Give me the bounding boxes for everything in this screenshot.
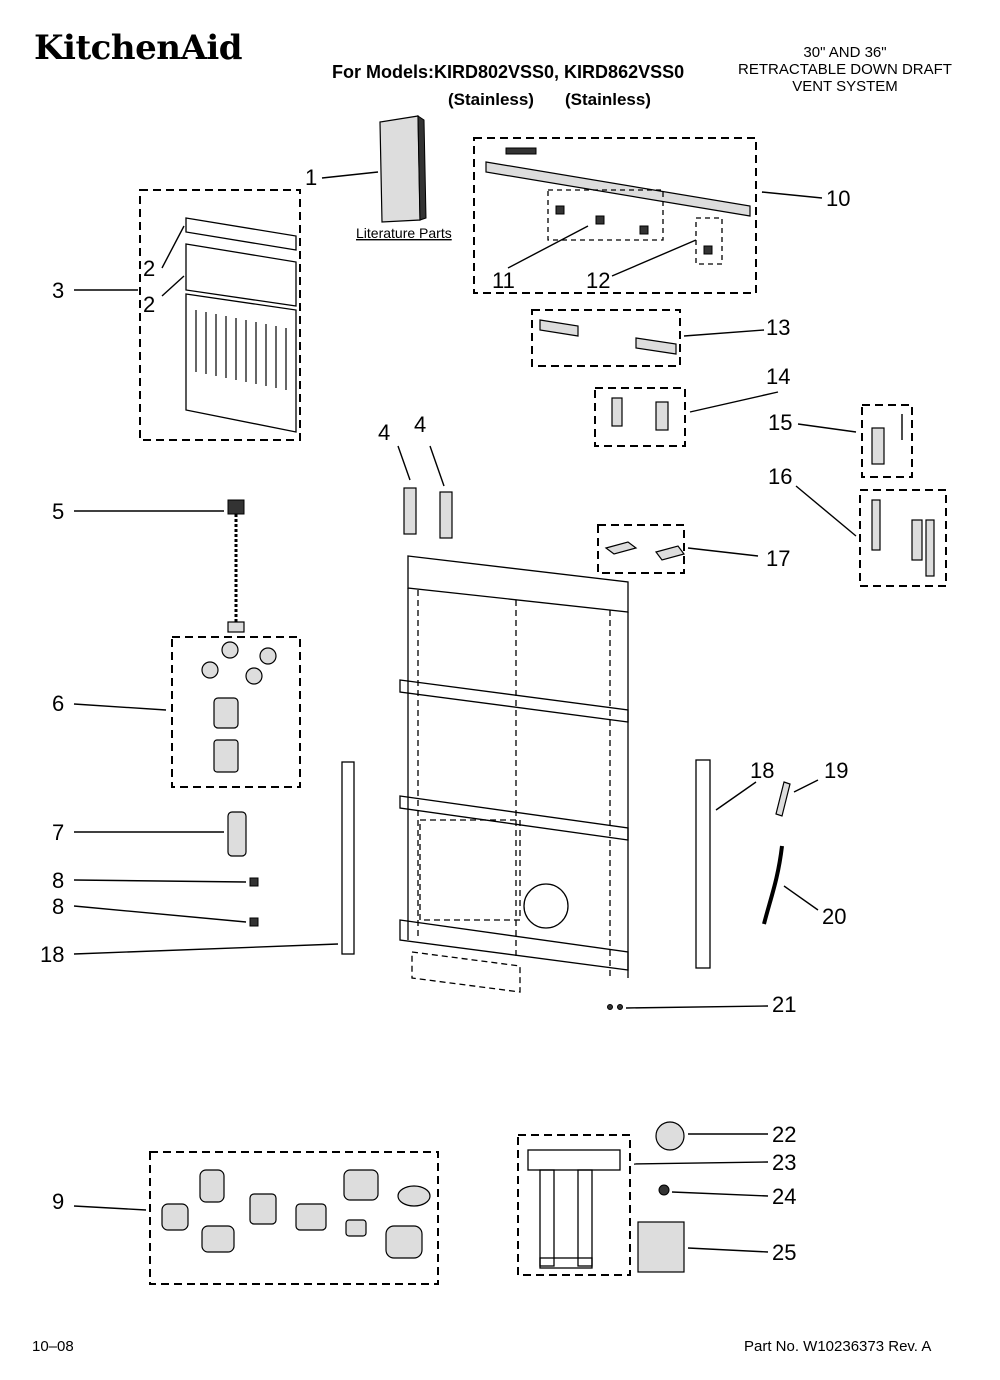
callout-16: 16 [768, 464, 792, 489]
group-box-17 [597, 524, 685, 574]
callout-21: 21 [772, 992, 796, 1017]
group-box-15 [861, 404, 913, 478]
callout-24: 24 [772, 1184, 796, 1209]
rail-part-right [695, 759, 711, 969]
callout-5: 5 [52, 499, 64, 524]
callout-3: 3 [52, 278, 64, 303]
latch-part [871, 414, 903, 465]
brand-logo: KitchenAid [34, 28, 243, 68]
fittings-kit-part [161, 1169, 431, 1259]
panel-assembly-part [185, 217, 297, 433]
control-board-part [637, 1221, 685, 1273]
screw-part-a [607, 1004, 613, 1010]
callout-6: 6 [52, 691, 64, 716]
strip-part-a [403, 487, 417, 535]
callout-2a: 2 [143, 256, 155, 281]
callout-18-left: 18 [40, 942, 64, 967]
callout-13: 13 [766, 315, 790, 340]
finish-label-1: (Stainless) [448, 90, 534, 109]
group-box-14 [594, 387, 686, 447]
title-line-3: VENT SYSTEM [792, 78, 898, 95]
callout-22: 22 [772, 1122, 796, 1147]
nut-part-b [249, 917, 259, 927]
footer-date: 10–08 [32, 1338, 74, 1355]
motor-mount-part [201, 641, 277, 773]
leader-lines [73, 171, 857, 1253]
callout-10: 10 [826, 186, 850, 211]
group-box-6 [171, 636, 301, 788]
callout-7: 7 [52, 820, 64, 845]
group-box-10 [473, 137, 757, 294]
callout-23: 23 [772, 1150, 796, 1175]
wheel-part [655, 1121, 685, 1151]
callout-labels: 1 2 2 3 4 4 5 6 7 8 8 9 10 11 12 13 14 1… [40, 165, 850, 1265]
callout-14: 14 [766, 364, 790, 389]
clip-pair-part [604, 541, 686, 561]
rod-part [762, 845, 784, 925]
callout-15: 15 [768, 410, 792, 435]
callout-9: 9 [52, 1189, 64, 1214]
callout-2b: 2 [143, 292, 155, 317]
callout-11: 11 [492, 268, 515, 293]
finish-label-2: (Stainless) [565, 90, 651, 109]
title-block: 30" AND 36" RETRACTABLE DOWN DRAFT VENT … [700, 44, 990, 95]
main-chassis-part [399, 555, 629, 993]
spring-part [775, 781, 791, 817]
callout-19: 19 [824, 758, 848, 783]
top-trim-part [485, 147, 751, 265]
hinge-part [611, 397, 669, 431]
group-box-9 [149, 1151, 439, 1285]
footer-part-number: Part No. W10236373 Rev. A [744, 1338, 932, 1355]
callout-4b: 4 [414, 412, 426, 437]
callout-25: 25 [772, 1240, 796, 1265]
group-box-3 [139, 189, 301, 441]
capacitor-part [227, 811, 247, 857]
frame-bracket-part [527, 1149, 621, 1269]
knob-part [658, 1184, 670, 1196]
callout-8b: 8 [52, 894, 64, 919]
group-box-13 [531, 309, 681, 367]
bracket-pair-part [539, 319, 677, 355]
callout-12: 12 [586, 268, 610, 293]
callout-4a: 4 [378, 420, 390, 445]
nut-part-a [249, 877, 259, 887]
group-box-23 [517, 1134, 631, 1276]
actuator-part [871, 499, 935, 577]
title-line-1: 30" AND 36" [803, 44, 887, 61]
literature-parts-label: Literature Parts [356, 225, 452, 241]
title-line-2: RETRACTABLE DOWN DRAFT [738, 61, 952, 78]
group-box-16 [859, 489, 947, 587]
strip-part-b [439, 491, 453, 539]
cord-part [227, 499, 245, 633]
screw-part-b [617, 1004, 623, 1010]
rail-part-left [341, 761, 355, 955]
callout-18-right: 18 [750, 758, 774, 783]
literature-book-part [379, 115, 427, 223]
callout-17: 17 [766, 546, 790, 571]
callout-20: 20 [822, 904, 846, 929]
callout-8a: 8 [52, 868, 64, 893]
models-line: For Models:KIRD802VSS0, KIRD862VSS0 [332, 62, 685, 82]
callout-1: 1 [305, 165, 317, 190]
